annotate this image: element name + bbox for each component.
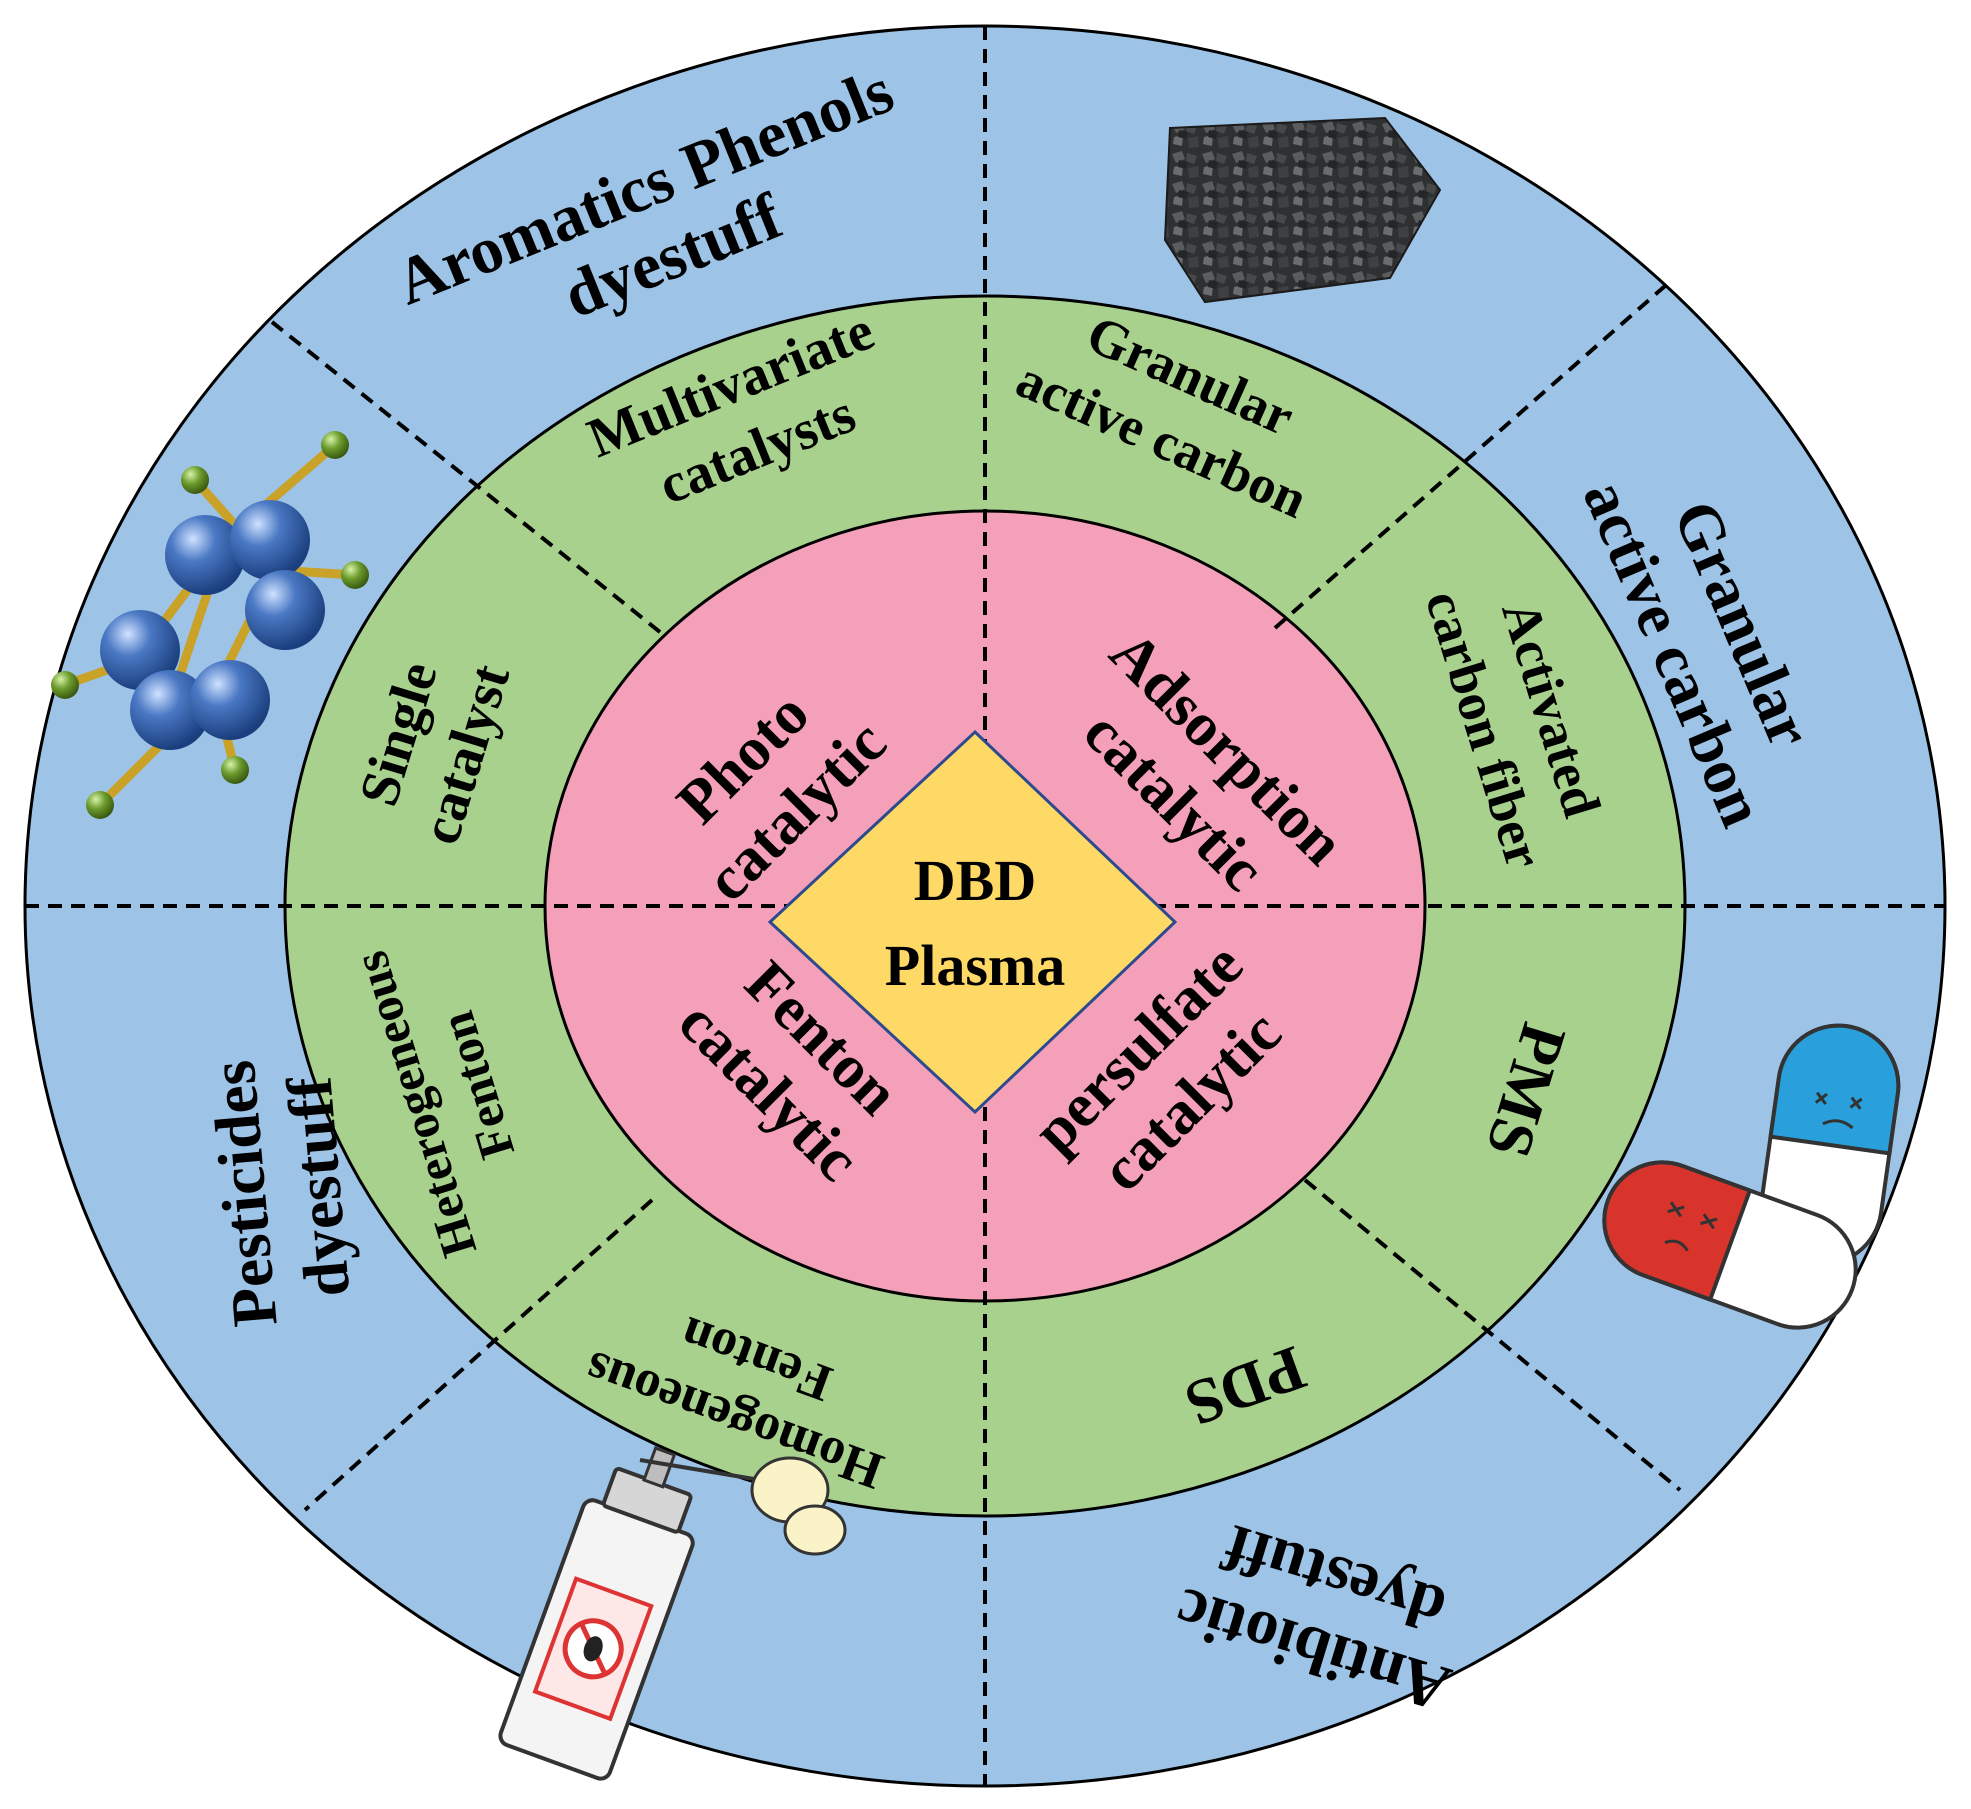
center-diamond [767, 729, 1178, 1115]
pesticide-spray-icon [498, 1446, 847, 1781]
activated-carbon-granules-icon [1163, 116, 1442, 304]
capsule-pills-icon [1602, 1023, 1901, 1330]
center-label-line2: Plasma [885, 933, 1065, 998]
center-label-line1: DBD [914, 848, 1036, 913]
molecule-structure-icon [51, 431, 369, 819]
